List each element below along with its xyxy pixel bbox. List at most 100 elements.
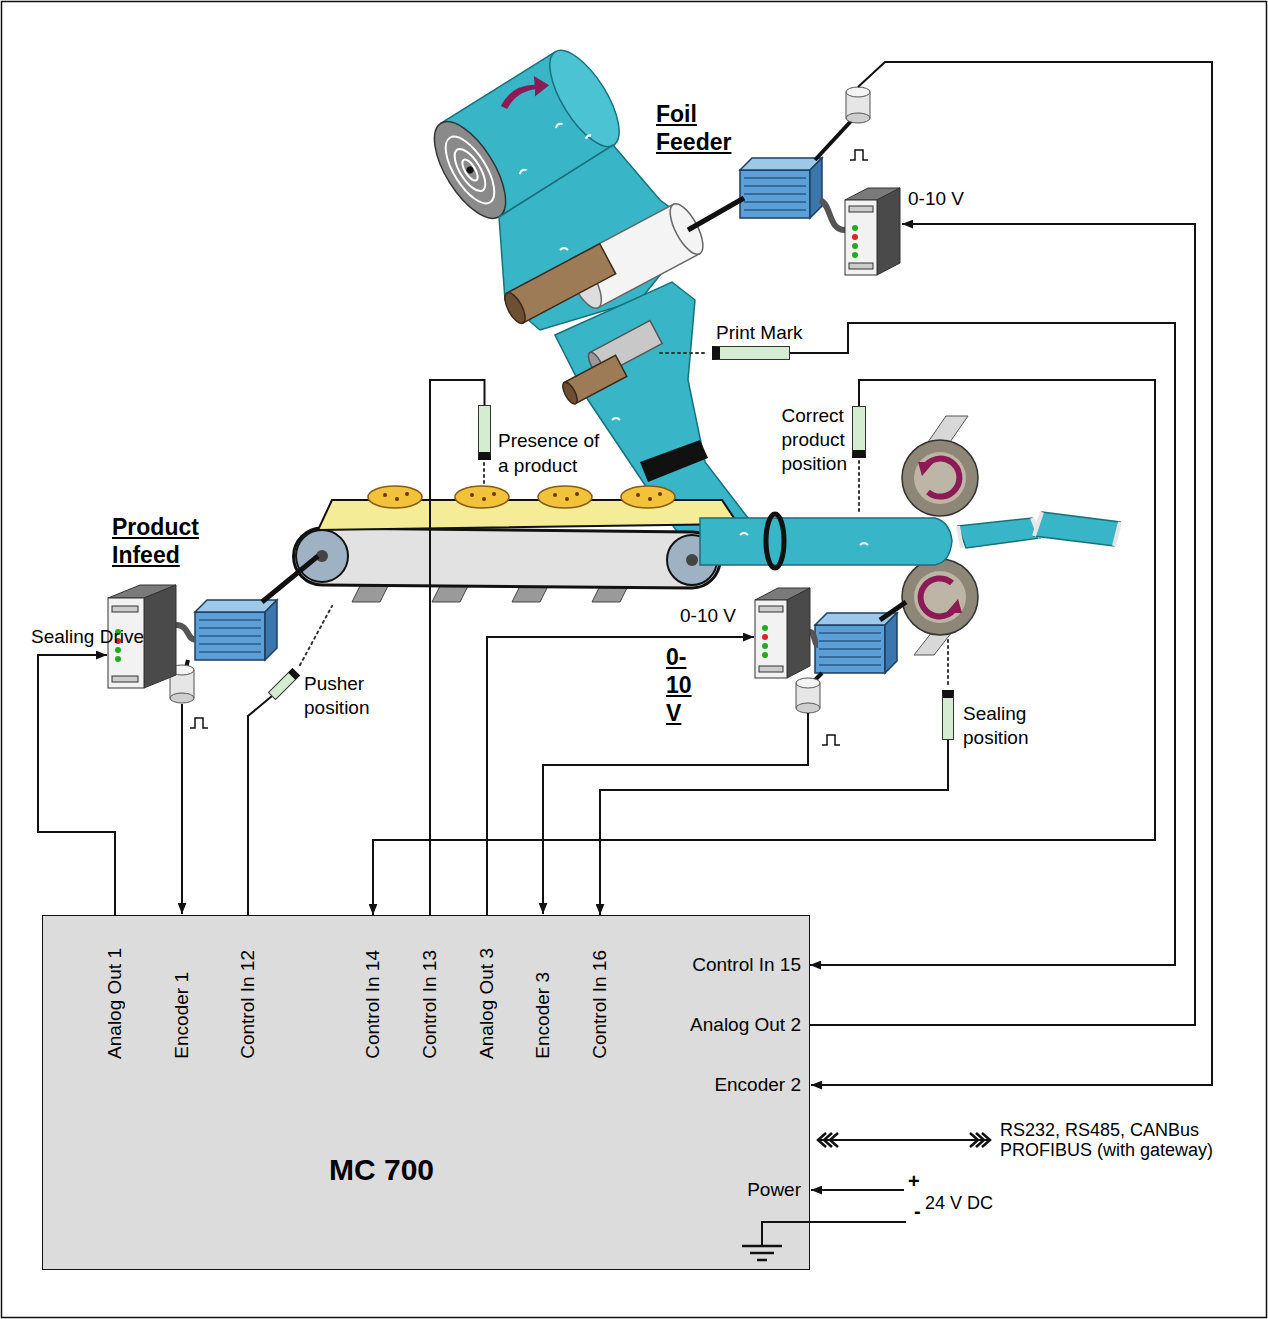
signal-wire: [600, 740, 948, 915]
sealing-roller: [928, 416, 968, 442]
signal-wire: [818, 1133, 990, 1147]
product: [658, 492, 662, 496]
signal-wire: [487, 637, 754, 915]
servo-motor: [815, 625, 885, 673]
servo-amplifier: [112, 676, 138, 682]
servo-amplifier: [762, 643, 768, 649]
servo-motor: [199, 620, 261, 652]
servo-amplifier: [144, 585, 176, 688]
product: [383, 493, 387, 497]
text-slot: Presence of a product: [498, 428, 610, 478]
signal-wire: [181, 704, 183, 914]
text-slot: Pusher position: [304, 672, 369, 720]
sealing-roller: [902, 440, 978, 516]
sensor-label: Presence of a product: [498, 428, 610, 478]
servo-motor: [740, 158, 822, 170]
encoder: [846, 87, 870, 97]
encoder: [815, 120, 852, 160]
servo-amplifier: [852, 252, 858, 258]
signal-wire: [790, 323, 1175, 965]
servo-motor: [740, 170, 810, 218]
conveyor: [294, 500, 739, 602]
package: [1034, 512, 1120, 546]
servo-amplifier: [762, 634, 768, 640]
text-slot: Product Infeed: [112, 513, 199, 569]
presence-sensor: Presence of a product: [478, 405, 491, 460]
text-slot: Encoder 3: [532, 972, 554, 1059]
guide-roller: [560, 380, 580, 406]
servo-amplifier: [759, 666, 783, 672]
bus-label: RS232, RS485, CANBus PROFIBUS (with gate…: [1000, 1120, 1240, 1160]
servo-motor: [885, 613, 897, 673]
signal-wire: [811, 62, 1212, 1085]
foil-roll: [497, 72, 551, 115]
port-label: Control In 16: [589, 950, 611, 1059]
servo-amplifier: [820, 200, 845, 230]
product-position-sensor: Correct product position: [852, 406, 866, 458]
product: [538, 486, 592, 508]
product: [455, 486, 509, 508]
port-label: Encoder 1: [171, 972, 193, 1059]
package: [958, 518, 1040, 548]
product: [636, 493, 640, 497]
foil-mark: [740, 533, 868, 545]
servo-amplifier: [852, 234, 858, 240]
product: [648, 497, 652, 501]
foil-roll: [537, 40, 633, 157]
guide-roller: [501, 244, 616, 327]
servo-amplifier: [852, 225, 858, 231]
section-title: Foil Feeder: [656, 100, 731, 156]
servo-motor: [195, 600, 277, 660]
sealing-roller: [914, 571, 966, 623]
conveyor: [352, 586, 388, 602]
text-slot: Analog Out 3: [476, 948, 498, 1059]
conveyor: [686, 554, 698, 566]
package: [958, 518, 1040, 548]
servo-amplifier: [877, 188, 900, 275]
forming-ring: [766, 514, 784, 568]
guide-roller: [501, 290, 529, 327]
text-slot: 0-10 V: [908, 188, 964, 210]
sensor-symbol: [268, 668, 299, 699]
servo-amplifier: [115, 656, 121, 662]
sealing-roller: [902, 559, 978, 635]
signal-label: 0-10 V: [680, 605, 736, 627]
servo-amplifier: [762, 652, 768, 658]
servo-amplifier: [849, 263, 873, 269]
port-label: Analog Out 3: [476, 948, 498, 1059]
text-slot: Print Mark: [716, 322, 803, 344]
foil-roll: [459, 157, 480, 183]
sensor-body: [268, 668, 299, 699]
text-slot: Correct product position: [782, 404, 847, 476]
signal-label: 0-10 V: [908, 188, 964, 210]
controller-name: MC 700: [329, 1152, 434, 1188]
product: [383, 492, 662, 501]
text-slot: Power: [747, 1179, 801, 1201]
port-label: Encoder 2: [714, 1074, 801, 1096]
sensor-label: Correct product position: [782, 404, 847, 476]
sealing-roller: [918, 462, 934, 476]
foil-roll: [465, 165, 475, 175]
encoder: [796, 703, 820, 713]
text-slot: Control In 15: [692, 954, 801, 976]
servo-amplifier: [115, 647, 121, 653]
conveyor: [294, 528, 721, 588]
port-label: Power: [747, 1179, 801, 1201]
servo-motor: [744, 178, 806, 210]
product: [621, 486, 675, 508]
signal-wire: [818, 1139, 990, 1141]
text-slot: Analog Out 2: [690, 1014, 801, 1036]
conveyor: [296, 530, 348, 582]
servo-amplifier: [849, 206, 873, 212]
text-slot: +: [908, 1170, 920, 1192]
servo-motor: [740, 158, 822, 218]
servo-motor: [195, 612, 265, 660]
signal-wire: [248, 696, 272, 915]
polarity-sign: -: [914, 1200, 921, 1222]
text-slot: Foil Feeder: [656, 100, 731, 156]
sensor-label: Pusher position: [304, 672, 369, 720]
signal-wire: [762, 1222, 906, 1246]
